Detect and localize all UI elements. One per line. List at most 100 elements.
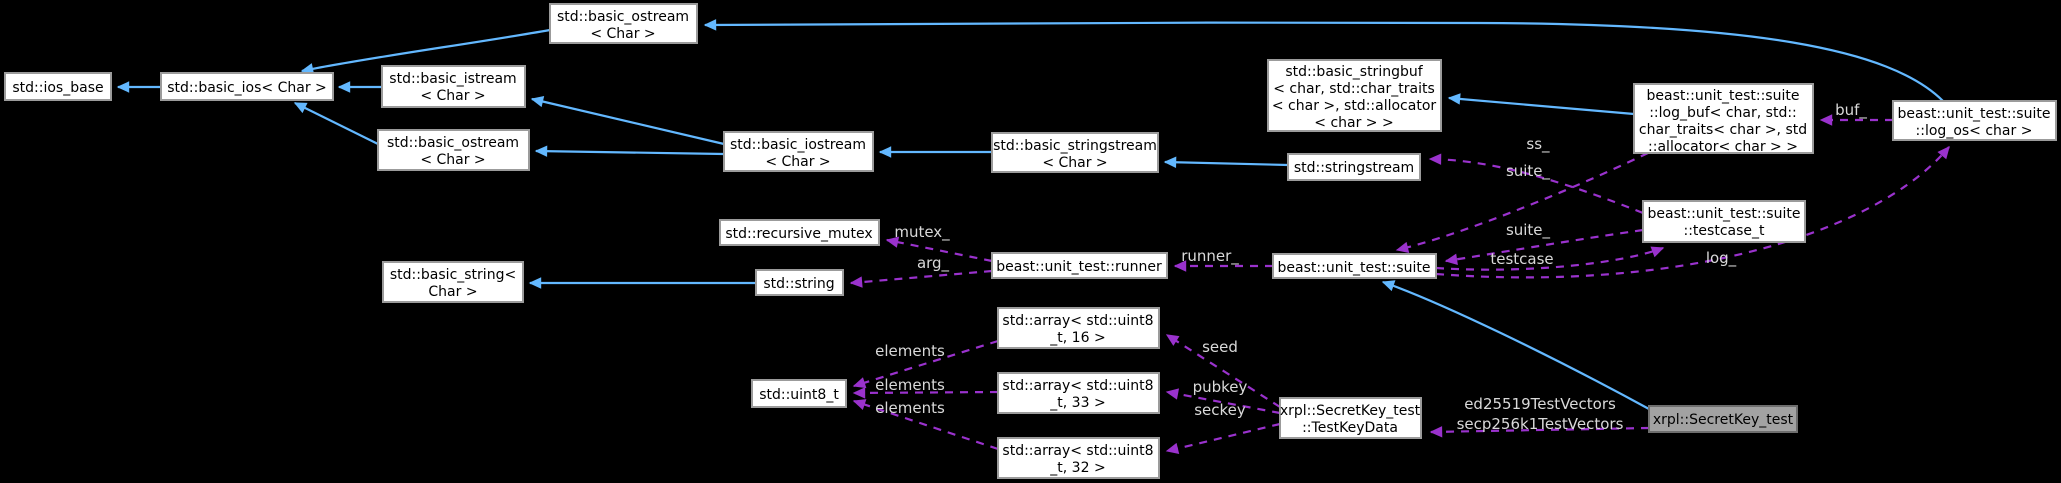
edge-log-buf-to-suite (1395, 152, 1649, 253)
edge-testcase-t-to-suite (1444, 228, 1644, 265)
edge-stringstream-to-basic-stringstream (1163, 156, 1289, 168)
node-std-basic-iostream[interactable]: std::basic_iostream < Char > (723, 131, 874, 172)
edge-label-ed25519-test-vectors: ed25519TestVectors (1464, 395, 1616, 413)
edge-testcase-t-to-stringstream (1428, 153, 1644, 215)
svg-text:beast::unit_test::suite: beast::unit_test::suite (1898, 106, 2051, 122)
svg-text:_t, 33 >: _t, 33 > (1049, 395, 1105, 411)
edge-label-suite-lower: suite_ (1506, 221, 1551, 240)
svg-text:< char, std::char_traits: < char, std::char_traits (1273, 81, 1435, 97)
edge-log-buf-to-stringbuf (1447, 93, 1635, 116)
svg-text:std::basic_istream: std::basic_istream (389, 71, 516, 87)
edge-basic-iostream-to-basic-ostream2 (534, 145, 725, 157)
svg-text:std::recursive_mutex: std::recursive_mutex (725, 226, 872, 242)
svg-text:std::ios_base: std::ios_base (12, 80, 103, 96)
svg-text:< char >, std::allocator: < char >, std::allocator (1272, 98, 1437, 114)
edge-label-secp256k1-test-vectors: secp256k1TestVectors (1457, 415, 1624, 433)
edge-secretkey-test-to-suite (1381, 280, 1650, 410)
edge-label-pubkey: pubkey (1193, 378, 1248, 396)
node-std-basic-istream[interactable]: std::basic_istream < Char > (381, 65, 526, 108)
svg-text:xrpl::SecretKey_test: xrpl::SecretKey_test (1280, 403, 1421, 419)
node-std-basic-ios[interactable]: std::basic_ios< Char > (160, 72, 334, 101)
svg-text:beast::unit_test::suite: beast::unit_test::suite (1647, 88, 1800, 104)
node-std-basic-stringbuf[interactable]: std::basic_stringbuf < char, std::char_t… (1267, 59, 1442, 132)
svg-text:< Char >: < Char > (590, 26, 655, 42)
edge-label-elements-2: elements (875, 376, 945, 394)
svg-text:std::basic_string<: std::basic_string< (390, 267, 516, 283)
svg-text:std::basic_iostream: std::basic_iostream (730, 137, 866, 153)
svg-text:< Char >: < Char > (765, 154, 830, 170)
svg-text:beast::unit_test::suite: beast::unit_test::suite (1648, 206, 1801, 222)
node-beast-unit-test-suite[interactable]: beast::unit_test::suite (1272, 253, 1437, 279)
svg-text:std::array< std::uint8: std::array< std::uint8 (1002, 313, 1153, 329)
edge-label-ss: ss_ (1526, 135, 1550, 154)
svg-text:std::array< std::uint8: std::array< std::uint8 (1002, 378, 1153, 394)
svg-text:beast::unit_test::runner: beast::unit_test::runner (996, 259, 1162, 275)
svg-text:char_traits< char >, std: char_traits< char >, std (1639, 122, 1807, 138)
node-std-string[interactable]: std::string (755, 269, 844, 296)
edge-testkeydata-to-array16 (1165, 334, 1281, 408)
node-std-array-uint8-33[interactable]: std::array< std::uint8 _t, 33 > (997, 372, 1160, 414)
edge-basic-iostream-to-basic-istream (530, 95, 725, 146)
node-beast-unit-test-runner[interactable]: beast::unit_test::runner (991, 252, 1168, 279)
svg-text:std::basic_ostream: std::basic_ostream (387, 135, 519, 151)
node-beast-unit-test-suite-testcase-t[interactable]: beast::unit_test::suite ::testcase_t (1642, 200, 1806, 243)
node-std-recursive-mutex[interactable]: std::recursive_mutex (719, 219, 880, 246)
edge-label-arg: arg_ (917, 254, 950, 273)
edge-label-elements-1: elements (875, 342, 945, 360)
svg-text:_t, 32 >: _t, 32 > (1049, 460, 1105, 476)
edge-basic-ostream2-to-basic-ios (293, 102, 379, 145)
svg-text:::log_buf< char, std::: ::log_buf< char, std:: (1649, 105, 1797, 121)
edge-basic-ostream-top-to-basic-ios (300, 28, 551, 75)
usage-edges (849, 114, 1950, 454)
svg-text:beast::unit_test::suite: beast::unit_test::suite (1278, 260, 1431, 276)
edge-secretkey-test-to-testkeydata (1429, 426, 1650, 438)
node-xrpl-secretkey-test-testkeydata[interactable]: xrpl::SecretKey_test ::TestKeyData (1279, 397, 1422, 439)
node-std-array-uint8-32[interactable]: std::array< std::uint8 _t, 32 > (997, 437, 1160, 479)
edge-label-runner: runner_ (1181, 247, 1239, 266)
svg-text:std::basic_stringbuf: std::basic_stringbuf (1285, 64, 1423, 80)
svg-text:< Char >: < Char > (420, 152, 485, 168)
edge-label-elements-3: elements (875, 399, 945, 417)
svg-text:xrpl::SecretKey_test: xrpl::SecretKey_test (1653, 412, 1794, 428)
edge-label-seckey: seckey (1194, 401, 1246, 419)
edge-runner-to-recursive-mutex (885, 236, 993, 263)
node-std-uint8-t[interactable]: std::uint8_t (751, 379, 847, 408)
inheritance-edges (116, 19, 1944, 410)
edge-testkeydata-to-array33 (1165, 388, 1281, 415)
node-xrpl-secretkey-test[interactable]: xrpl::SecretKey_test (1648, 405, 1798, 433)
edge-array32-to-uint8-t (852, 399, 999, 451)
node-std-basic-ostream[interactable]: std::basic_ostream < Char > (377, 129, 530, 171)
node-beast-unit-test-suite-log-os[interactable]: beast::unit_test::suite ::log_os< char > (1892, 100, 2057, 141)
svg-text:< Char >: < Char > (1042, 155, 1107, 171)
svg-text:_t, 16 >: _t, 16 > (1049, 330, 1105, 346)
edge-label-suite-upper: suite_ (1506, 162, 1551, 181)
svg-text:std::array< std::uint8: std::array< std::uint8 (1002, 443, 1153, 459)
svg-text:std::basic_stringstream: std::basic_stringstream (993, 138, 1157, 154)
node-beast-unit-test-suite-log-buf[interactable]: beast::unit_test::suite ::log_buf< char,… (1633, 83, 1814, 155)
edge-testkeydata-to-array32 (1165, 422, 1281, 454)
node-std-basic-string[interactable]: std::basic_string< Char > (382, 261, 524, 303)
svg-text:::TestKeyData: ::TestKeyData (1302, 420, 1398, 436)
svg-text:std::uint8_t: std::uint8_t (759, 387, 839, 403)
svg-text:std::stringstream: std::stringstream (1294, 160, 1414, 176)
edge-label-log: log_ (1706, 249, 1737, 268)
node-std-basic-ostream-top[interactable]: std::basic_ostream < Char > (549, 3, 698, 44)
svg-text:::testcase_t: ::testcase_t (1684, 223, 1766, 239)
svg-text:< Char >: < Char > (420, 88, 485, 104)
edge-labels: buf_ ss_ suite_ suite_ testcase log_ run… (875, 101, 1867, 433)
edge-label-buf: buf_ (1835, 101, 1867, 120)
svg-text:std::string: std::string (763, 276, 834, 292)
edge-label-seed: seed (1202, 338, 1238, 356)
svg-text:std::basic_ostream: std::basic_ostream (557, 9, 689, 25)
svg-text:std::basic_ios< Char >: std::basic_ios< Char > (167, 80, 327, 96)
edge-label-mutex: mutex_ (894, 223, 950, 242)
node-std-ios-base[interactable]: std::ios_base (4, 72, 112, 101)
node-std-basic-stringstream[interactable]: std::basic_stringstream < Char > (991, 132, 1159, 173)
edge-array33-to-uint8-t (852, 387, 999, 399)
node-std-array-uint8-16[interactable]: std::array< std::uint8 _t, 16 > (997, 307, 1160, 349)
node-std-stringstream[interactable]: std::stringstream (1287, 153, 1421, 181)
svg-text:::log_os< char >: ::log_os< char > (1916, 123, 2033, 139)
svg-text:< char > >: < char > > (1314, 115, 1393, 131)
edge-log-os-to-basic-ostream-top (703, 19, 1944, 102)
